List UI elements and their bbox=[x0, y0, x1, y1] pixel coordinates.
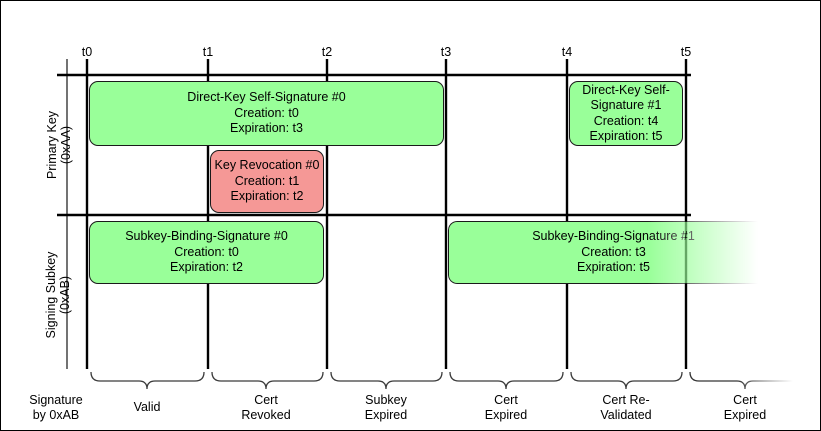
brace-valid bbox=[90, 371, 205, 390]
phase-label-line1: Cert bbox=[254, 393, 278, 407]
row-label-primary-key: Primary Key (0xAA) bbox=[45, 105, 73, 185]
tick-label-t3: t3 bbox=[440, 45, 452, 59]
signature-expiration: Expiration: t5 bbox=[589, 129, 663, 143]
brace-cert-revoked bbox=[211, 371, 324, 390]
phase-label-line1: Cert Re- bbox=[602, 393, 650, 407]
row-label-signing-subkey: Signing Subkey (0xAB) bbox=[44, 240, 72, 350]
signature-block-subkey-binding-signature-1[interactable]: Subkey-Binding-Signature #1 Creation: t3… bbox=[448, 221, 778, 284]
brace-cert-expired-2 bbox=[689, 371, 793, 390]
legend-title-line2: by 0xAB bbox=[32, 408, 80, 422]
phase-label-subkey-expired: Subkey Expired bbox=[365, 393, 407, 423]
phase-label-line2: Expired bbox=[723, 408, 767, 422]
brace-cert-expired-1 bbox=[449, 371, 564, 390]
signature-title: Subkey-Binding-Signature #0 bbox=[125, 229, 288, 244]
signature-title-line2: Signature #1 bbox=[590, 98, 662, 112]
phase-label-line1: Cert bbox=[733, 393, 757, 407]
phase-label-cert-expired-2: Cert Expired bbox=[724, 393, 766, 423]
signature-creation: Creation: t3 bbox=[581, 244, 646, 259]
phase-label-cert-revoked: Cert Revoked bbox=[241, 393, 290, 423]
signature-title: Direct-Key Self-Signature #0 bbox=[187, 90, 346, 105]
signature-expiration: Expiration: t2 bbox=[170, 260, 243, 275]
tick-label-t1: t1 bbox=[202, 45, 214, 59]
phase-label-line2: Expired bbox=[484, 408, 528, 422]
signature-block-subkey-binding-signature-0[interactable]: Subkey-Binding-Signature #0 Creation: t0… bbox=[89, 221, 324, 284]
legend-title-line1: Signature bbox=[29, 393, 83, 407]
row-label-primary-key-line1: Primary Key bbox=[45, 110, 59, 180]
tick-label-t5: t5 bbox=[680, 45, 692, 59]
row-label-signing-subkey-line2: (0xAB) bbox=[58, 275, 72, 315]
phase-label-line2: Revoked bbox=[241, 408, 291, 422]
brace-subkey-expired bbox=[330, 371, 443, 390]
row-separator-lines bbox=[57, 73, 791, 217]
phase-label-valid: Valid bbox=[134, 400, 161, 415]
phase-label-cert-expired-1: Cert Expired bbox=[485, 393, 527, 423]
signature-expiration: Expiration: t2 bbox=[230, 189, 304, 204]
phase-label-line2: Validated bbox=[600, 408, 652, 422]
signature-title: Subkey-Binding-Signature #1 bbox=[532, 229, 695, 244]
phase-label-line1: Valid bbox=[133, 400, 161, 414]
row-label-signing-subkey-line1: Signing Subkey bbox=[44, 251, 58, 339]
brace-cert-revalidated bbox=[570, 371, 683, 390]
signature-creation: Creation: t1 bbox=[234, 173, 300, 188]
signature-creation: Creation: t0 bbox=[234, 105, 299, 120]
phase-label-line1: Subkey bbox=[365, 393, 407, 407]
phase-braces bbox=[90, 371, 793, 390]
signature-block-direct-key-self-signature-0[interactable]: Direct-Key Self-Signature #0 Creation: t… bbox=[89, 81, 444, 146]
signature-creation: Creation: t0 bbox=[174, 244, 239, 259]
phase-label-line1: Cert bbox=[494, 393, 518, 407]
signature-title: Key Revocation #0 bbox=[214, 158, 320, 173]
phase-label-line2: Expired bbox=[364, 408, 408, 422]
signature-expiration: Expiration: t3 bbox=[230, 121, 303, 136]
tick-label-t4: t4 bbox=[561, 45, 573, 59]
tick-label-t2: t2 bbox=[321, 45, 333, 59]
phase-label-cert-revalidated: Cert Re- Validated bbox=[600, 393, 651, 423]
signature-block-direct-key-self-signature-1[interactable]: Direct-Key Self- Signature #1 Creation: … bbox=[569, 81, 683, 146]
row-label-primary-key-line2: (0xAA) bbox=[59, 125, 73, 165]
signature-title: Direct-Key Self- bbox=[582, 82, 670, 97]
signature-block-key-revocation-0[interactable]: Key Revocation #0 Creation: t1 Expiratio… bbox=[210, 150, 324, 213]
legend-title: Signature by 0xAB bbox=[13, 393, 99, 423]
tick-label-t0: t0 bbox=[81, 45, 93, 59]
signature-creation: Creation: t4 bbox=[593, 113, 659, 128]
signature-expiration: Expiration: t5 bbox=[577, 260, 650, 275]
